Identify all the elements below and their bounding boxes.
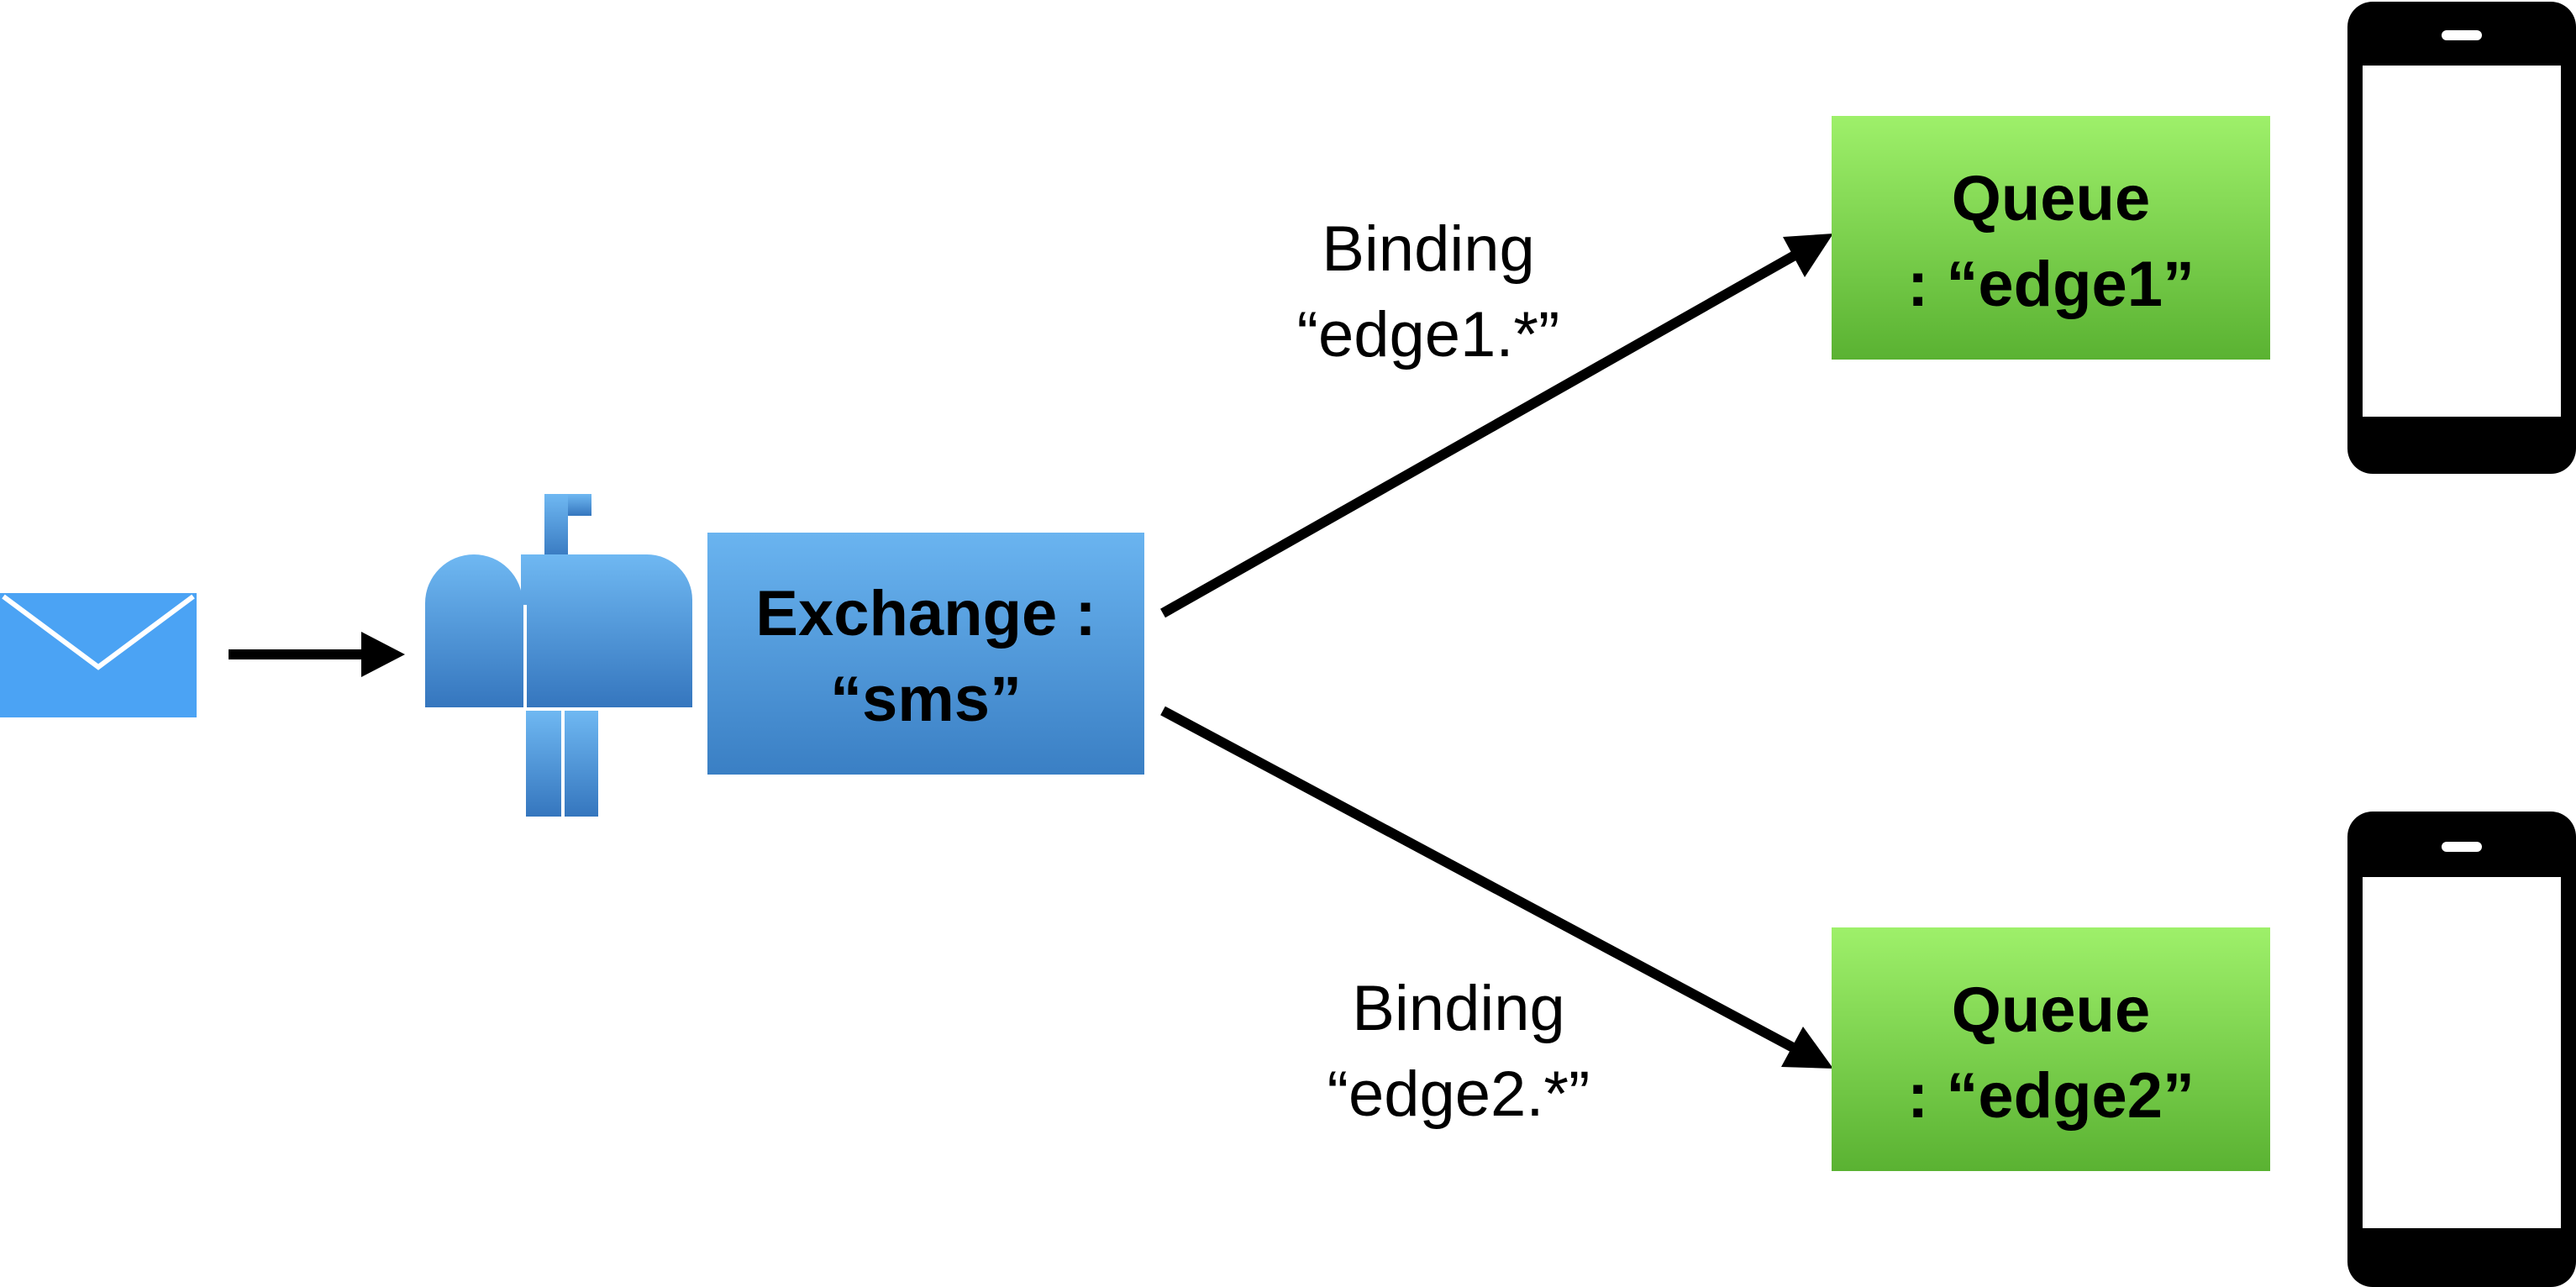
publish-arrow [229, 632, 405, 677]
exchange-label-line2: “sms” [830, 664, 1022, 735]
exchange-label-line1: Exchange : [755, 578, 1096, 649]
queue-box-edge1: Queue : “edge1” [1832, 116, 2270, 360]
binding-label-edge1-line1: Binding [1322, 213, 1535, 285]
smartphone-icon [2347, 812, 2576, 1287]
binding-label-edge2: Binding “edge2.*” [1327, 973, 1590, 1130]
binding-label-edge1-line2: “edge1.*” [1297, 299, 1560, 370]
queue-box-edge2: Queue : “edge2” [1832, 927, 2270, 1171]
binding-label-edge2-line1: Binding [1352, 973, 1565, 1044]
smartphone-icon [2347, 2, 2576, 474]
queue-edge1-label-line1: Queue [1952, 163, 2151, 234]
binding-label-edge2-line2: “edge2.*” [1327, 1058, 1590, 1130]
queue-edge2-label-line1: Queue [1952, 974, 2151, 1046]
binding-arrow-edge2 [1160, 706, 1833, 1069]
binding-arrow-edge1 [1160, 234, 1833, 618]
binding-label-edge1: Binding “edge1.*” [1297, 213, 1560, 370]
mailbox-icon [425, 494, 692, 817]
queue-edge2-label-line2: : “edge2” [1907, 1060, 2195, 1132]
queue-edge1-label-line2: : “edge1” [1907, 249, 2195, 320]
exchange-box: Exchange : “sms” [707, 533, 1144, 775]
envelope-icon [0, 593, 197, 717]
